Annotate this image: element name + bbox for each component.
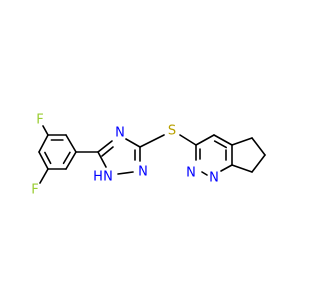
pyridazine-bond-1-inner xyxy=(213,140,227,149)
phenyl-ring-bond-3 xyxy=(38,151,49,170)
triazole-n-bottom-label: N xyxy=(138,165,148,180)
phenyl-ring-bond-5-inner xyxy=(62,151,71,165)
cyclopentane-bond-0 xyxy=(231,137,253,146)
cf-bond-bottom xyxy=(39,168,49,184)
triazole-n-top-label: N xyxy=(115,126,125,141)
pyridazine-bond-3 xyxy=(220,164,233,172)
cyclopentane-bond-2 xyxy=(251,154,266,173)
triazole-bond-c5-n4-inner xyxy=(101,146,114,157)
pyridazine-n1-label: N xyxy=(186,166,196,181)
c-s-bond-right xyxy=(179,134,197,146)
triazole-bond-n1-c5 xyxy=(97,151,107,168)
cyclopentane-bond-3 xyxy=(231,164,253,173)
pyridazine-bond-1 xyxy=(213,134,233,146)
phenyl-ring-bond-3-inner xyxy=(44,151,52,165)
fluorine-top-label: F xyxy=(36,113,43,128)
pyridazine-bond-4 xyxy=(201,171,208,176)
cf-bond-top xyxy=(42,125,49,136)
triazole-bond-n2-n1 xyxy=(117,171,134,175)
triazole-nh-n-label: N xyxy=(103,170,113,185)
phenyl-ring-bond-2 xyxy=(38,134,49,153)
fluorine-bottom-label: F xyxy=(31,183,38,198)
cyclopentane-bond-1 xyxy=(251,137,266,156)
pyridazine-n2-label: N xyxy=(209,171,219,186)
pyridazine-bond-0 xyxy=(195,134,215,146)
phenyl-ring-bond-0 xyxy=(65,134,77,153)
triazole-bond-c5-n4 xyxy=(97,140,113,153)
phenyl-ring-bond-5 xyxy=(65,151,77,170)
sulfur-label: S xyxy=(168,124,176,139)
triazole-bond-n4-c3 xyxy=(125,138,141,148)
c-s-bond-left xyxy=(139,134,165,148)
triazole-nh-h-label: H xyxy=(93,170,103,185)
